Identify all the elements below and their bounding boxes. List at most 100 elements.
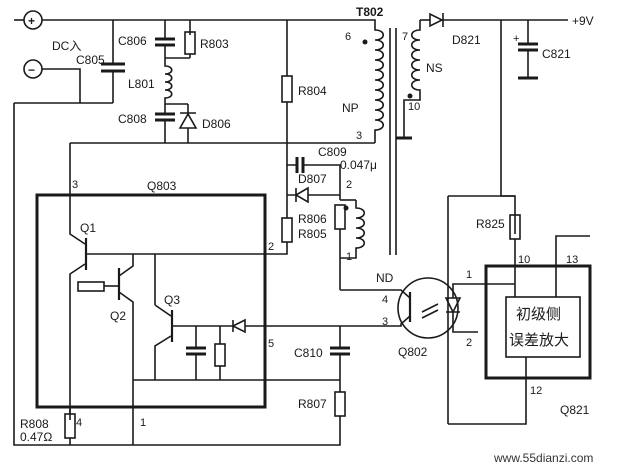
np-label: NP [342,101,359,115]
q821-pin12-wire [448,357,527,425]
t802-pin3: 3 [356,130,362,142]
watermark-text: www.55dianzi.com [493,451,593,465]
q821-pin13: 13 [566,254,578,266]
resistor-r807 [334,391,346,417]
t802-label: T802 [356,5,384,19]
q821-internal-pins [514,266,557,297]
c806-label: C806 [118,34,147,48]
nd-label: ND [376,271,394,285]
dc-input-plus-terminal: + [23,10,43,30]
nd-pin2: 2 [346,179,352,191]
c805-label: C805 [76,53,105,67]
feedback-zener-diode [230,318,340,334]
primary-polarity-dot [362,39,368,45]
l801-label: L801 [128,77,155,91]
resistor-r808 [64,407,76,445]
q2-label: Q2 [110,309,126,323]
resistor-r804 [281,75,293,103]
diode-d821 [429,12,444,28]
q3-label: Q3 [164,293,180,307]
capacitor-c806 [155,35,175,58]
q802-label: Q802 [398,345,428,359]
q821-label: Q821 [560,403,590,417]
minus-rail-wire [42,68,81,103]
q821-inner-box [505,296,581,358]
q821-pin10: 10 [518,254,530,266]
r805-bottom-wire [265,242,288,255]
dc-input-minus-terminal: − [23,59,43,79]
nd-polarity-dot [343,205,349,211]
diode-d806 [178,104,198,143]
c808-label: C808 [118,112,147,126]
ns-label: NS [426,61,443,75]
t802-pin6: 6 [345,31,351,43]
t802-pin10: 10 [408,101,420,113]
transformer-primary-np [360,19,385,143]
r808-value: 0.47Ω [20,430,52,444]
d807-label: D807 [298,172,327,186]
capacitor-c821 [518,20,538,80]
resistor-q2-base [77,281,105,292]
inductor-l801 [164,58,173,104]
r805-label: R805 [298,227,327,241]
secondary-polarity-dot [407,93,413,99]
q803-pin2: 2 [268,241,274,253]
r806-label: R806 [298,212,327,226]
c821-plus: + [513,33,519,45]
nd-pin1: 1 [346,251,352,263]
c821-label: C821 [542,47,571,61]
q821-text-line1: 初级侧 [516,305,561,323]
q821-ic-box [484,264,592,380]
r825-label: R825 [476,217,505,231]
transformer-secondary-ns [396,20,421,140]
transistor-q2 [117,254,134,312]
d806-label: D806 [202,117,231,131]
resistor-r805 [281,217,293,243]
capacitor-c805 [101,20,125,103]
q802-pin4: 4 [382,294,388,306]
q821-pin12: 12 [530,385,542,397]
t802-pin7: 7 [402,31,408,43]
r807-label: R807 [298,397,327,411]
q821-text-line2: 误差放大 [509,331,569,349]
plus-9v-label: +9V [572,14,594,28]
transistor-q3 [154,304,230,380]
q803-pin1: 1 [140,417,146,429]
left-return-wire [13,103,70,446]
q803-pin3: 3 [72,179,78,191]
bottom-ground-wire [70,416,341,446]
r803-label: R803 [200,37,229,51]
q3-base-capacitor [186,326,206,380]
resistor-r806 [334,204,346,230]
q802-pin2: 2 [466,337,472,349]
output-feedback-wire [500,20,516,234]
transformer-winding-nd [340,200,366,259]
q803-label: Q803 [147,179,177,193]
q802-pin1: 1 [466,269,472,281]
q821-pin13-wire [555,235,590,266]
q803-ic-box [35,193,267,409]
r808-label: R808 [20,417,49,431]
capacitor-c810 [330,346,350,356]
capacitor-c809 [295,157,305,173]
q802-pin3: 3 [382,316,388,328]
optocoupler-q802 [393,277,478,339]
q803-pin5: 5 [268,338,274,350]
c809-value: 0.047μ [340,158,377,172]
transistor-q1 [69,196,265,284]
d821-label: D821 [452,33,481,47]
capacitor-c808 [155,104,175,143]
c810-label: C810 [294,346,323,360]
r804-label: R804 [298,84,327,98]
c809-right-wire [303,164,341,200]
q803-pin4: 4 [76,417,82,429]
q1-label: Q1 [80,221,96,235]
diode-d807 [287,186,340,204]
minus-sign: − [28,63,35,77]
c809-label: C809 [318,145,347,159]
resistor-r803 [184,31,196,58]
plus-sign: + [28,14,35,28]
transformer-core [389,28,397,255]
dc-input-label: DC入 [52,39,81,53]
